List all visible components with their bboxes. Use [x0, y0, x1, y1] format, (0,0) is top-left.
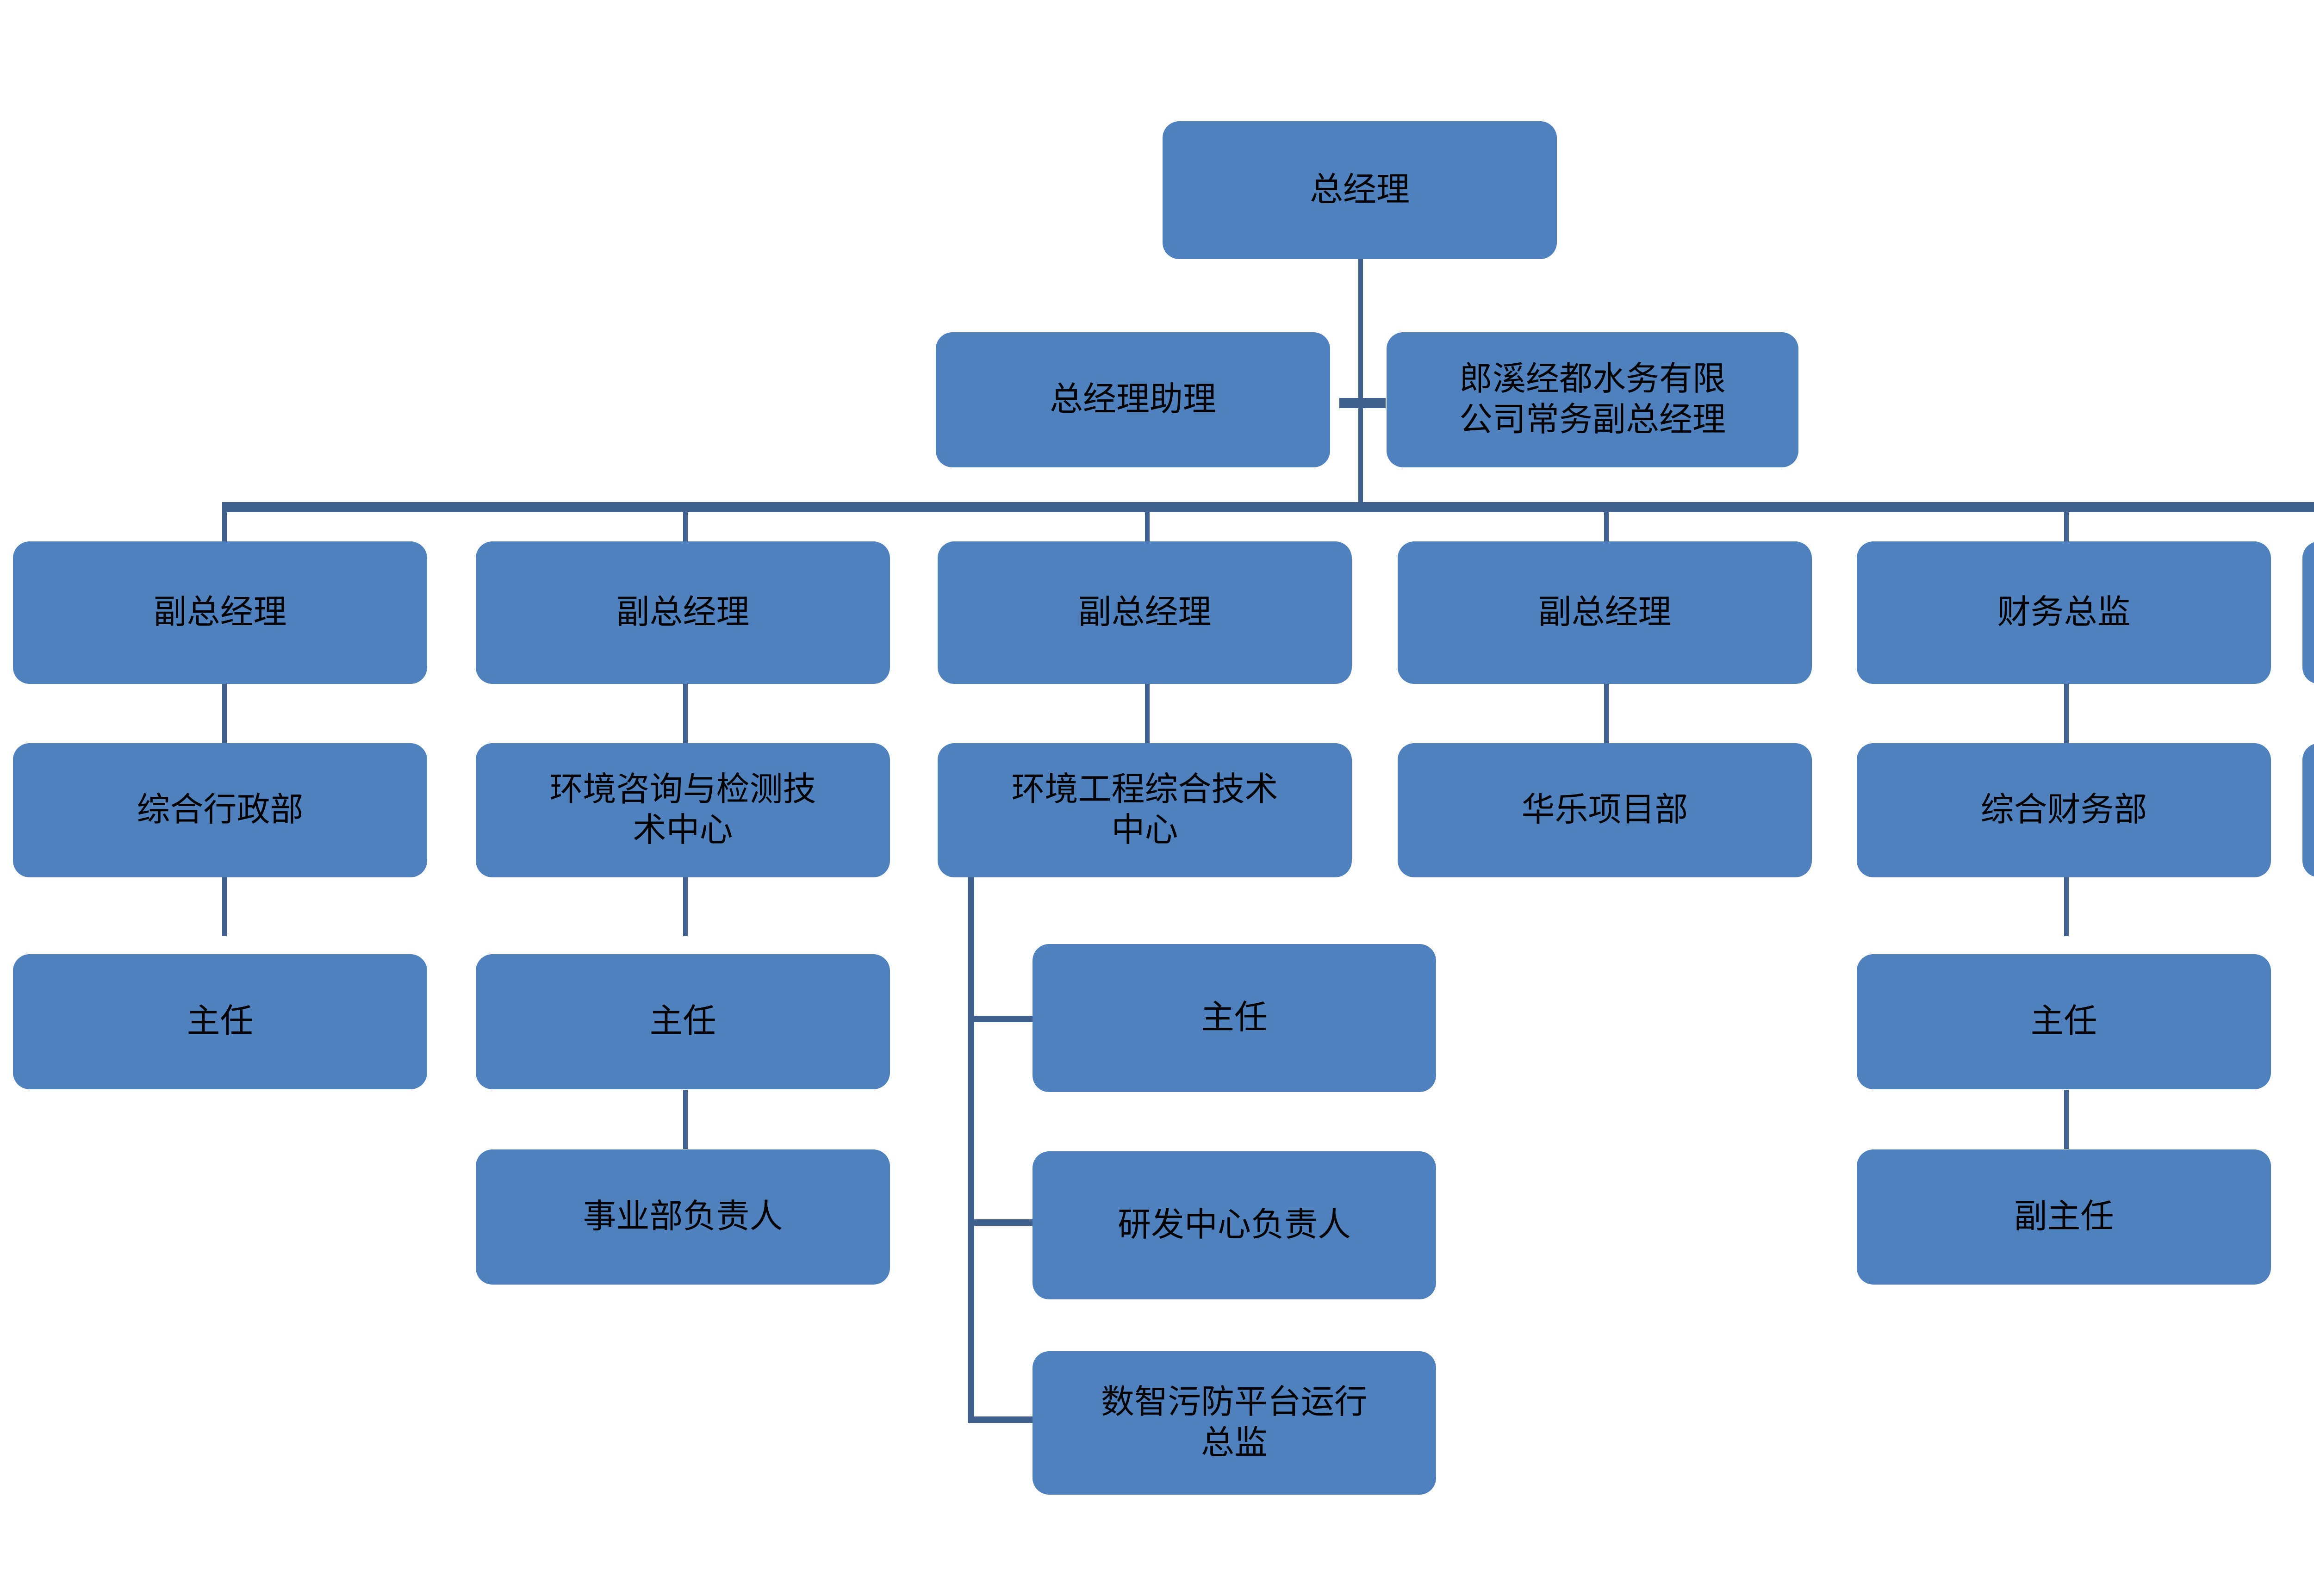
- connector-role2-1-role2-2: [683, 1090, 688, 1149]
- node-vice-gm-3[interactable]: 副总经理: [938, 541, 1352, 684]
- node-dept-hualle-project[interactable]: 华乐项目部: [1398, 743, 1812, 877]
- node-role-business-unit-head[interactable]: 事业部负责人: [476, 1149, 890, 1285]
- node-dept-production-safety[interactable]: 生产安全总监: [2302, 743, 2314, 877]
- node-role-director-col5[interactable]: 主任: [1857, 954, 2271, 1089]
- node-gm-assistant[interactable]: 总经理助理: [936, 332, 1330, 467]
- node-role-smart-pollution-platform-director[interactable]: 数智污防平台运行 总监: [1033, 1351, 1436, 1495]
- connector-vp3-dept3: [1145, 684, 1150, 743]
- connector-bracket-vertical-col3: [968, 877, 974, 1423]
- connector-dept1-role1: [222, 877, 227, 936]
- connector-drop-3: [1145, 502, 1150, 558]
- connector-vp1-dept1: [222, 684, 227, 743]
- connector-dept2-role1: [683, 877, 688, 936]
- node-vice-gm-2[interactable]: 副总经理: [476, 541, 890, 684]
- connector-drop-2: [683, 502, 688, 558]
- node-role-director-col2[interactable]: 主任: [476, 954, 890, 1089]
- node-role-deputy-director-col5[interactable]: 副主任: [1857, 1149, 2271, 1285]
- node-dept-env-consulting-testing[interactable]: 环境咨询与检测技 术中心: [476, 743, 890, 877]
- connector-vp4-dept4: [1604, 684, 1609, 743]
- connector-assistant-stub: [1339, 398, 1386, 408]
- connector-bracket-stub-1: [968, 1016, 1033, 1022]
- connector-drop-5: [2064, 502, 2069, 558]
- node-vice-gm-4[interactable]: 副总经理: [1398, 541, 1812, 684]
- node-cfo[interactable]: 财务总监: [1857, 541, 2271, 684]
- connector-drop-4: [1604, 502, 1609, 558]
- connector-bracket-stub-2: [968, 1219, 1033, 1226]
- connector-bracket-stub-3: [968, 1416, 1033, 1423]
- node-dept-administration[interactable]: 综合行政部: [13, 743, 427, 877]
- node-deputy-gm-langxi[interactable]: 郎溪经都水务有限 公司常务副总经理: [1387, 332, 1798, 467]
- connector-gm-spine: [1358, 259, 1363, 507]
- node-vice-gm-1[interactable]: 副总经理: [13, 541, 427, 684]
- node-role-director-col3[interactable]: 主任: [1033, 944, 1436, 1092]
- connector-vp2-dept2: [683, 684, 688, 743]
- node-general-manager[interactable]: 总经理: [1163, 121, 1557, 259]
- connector-role5-1-role5-2: [2064, 1090, 2069, 1149]
- node-safety-director[interactable]: 安全总监: [2302, 541, 2314, 684]
- connector-horizontal-bus: [222, 502, 2314, 512]
- node-role-rnd-center-head[interactable]: 研发中心负责人: [1033, 1151, 1436, 1299]
- node-dept-env-engineering-tech[interactable]: 环境工程综合技术 中心: [938, 743, 1352, 877]
- connector-dept5-role1: [2064, 877, 2069, 936]
- connector-cfo-dept5: [2064, 684, 2069, 743]
- node-role-director-col1[interactable]: 主任: [13, 954, 427, 1089]
- connector-drop-1: [222, 502, 227, 558]
- node-dept-finance[interactable]: 综合财务部: [1857, 743, 2271, 877]
